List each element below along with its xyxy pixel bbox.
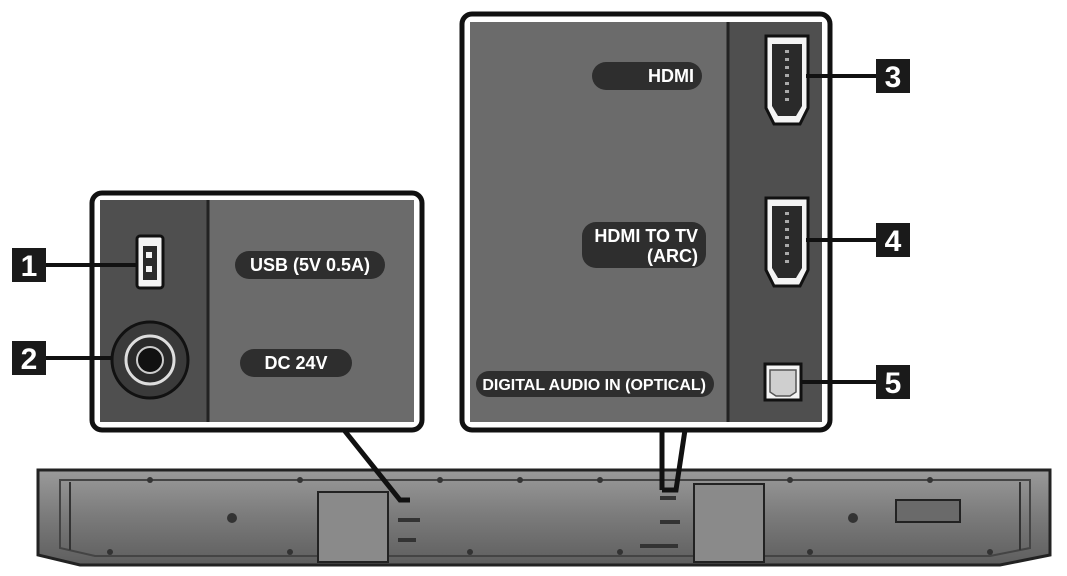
- usb-label: USB (5V 0.5A): [250, 255, 370, 275]
- hdmi-port-icon: [764, 34, 810, 126]
- callout-4-number: 4: [885, 225, 902, 258]
- port-mark-dc: [398, 538, 416, 542]
- label-plate: [895, 499, 961, 523]
- callout-1: 1: [12, 248, 46, 283]
- callout-leaders: [44, 74, 878, 384]
- callout-1-number: 1: [21, 250, 38, 283]
- soundbar-screws: [107, 477, 993, 555]
- hdmi-tv-label-pill: [582, 222, 706, 268]
- callout-3: 3: [876, 59, 910, 94]
- callout-2-number: 2: [21, 343, 38, 376]
- callout-4: 4: [876, 223, 910, 258]
- left-panel: USB (5V 0.5A) DC 24V: [89, 190, 425, 503]
- callout-5-number: 5: [885, 367, 902, 400]
- optical-label-pill: [476, 371, 714, 397]
- usb-label-pill: [235, 251, 385, 279]
- hdmi-arc-port-icon: [764, 196, 810, 288]
- port-mark-hdmi-tv: [660, 520, 680, 524]
- port-mark-optical: [640, 544, 678, 548]
- dc-label: DC 24V: [264, 353, 327, 373]
- callout-2: 2: [12, 341, 46, 376]
- right-panel: HDMI HDMI TO TV (ARC) DIGITAL AUDIO IN (…: [459, 11, 833, 493]
- hdmi-label-pill: [592, 62, 702, 90]
- optical-port-icon: [763, 362, 803, 402]
- port-mark-usb: [398, 518, 420, 522]
- mount-block-right: [693, 483, 765, 563]
- soundbar-rear: [36, 468, 1052, 567]
- usb-port-icon: [135, 234, 165, 290]
- left-panel-pointer: [342, 428, 410, 503]
- dc-jack-icon: [110, 320, 190, 400]
- hdmi-tv-label-line2: (ARC): [647, 246, 698, 266]
- mount-block-left: [317, 491, 389, 563]
- dc-label-pill: [240, 349, 352, 377]
- hdmi-label: HDMI: [648, 66, 694, 86]
- callout-3-number: 3: [885, 61, 902, 94]
- port-mark-hdmi: [660, 496, 676, 500]
- optical-label: DIGITAL AUDIO IN (OPTICAL): [482, 377, 706, 394]
- hdmi-tv-label-line1: HDMI TO TV: [594, 226, 698, 246]
- callout-5: 5: [876, 365, 910, 400]
